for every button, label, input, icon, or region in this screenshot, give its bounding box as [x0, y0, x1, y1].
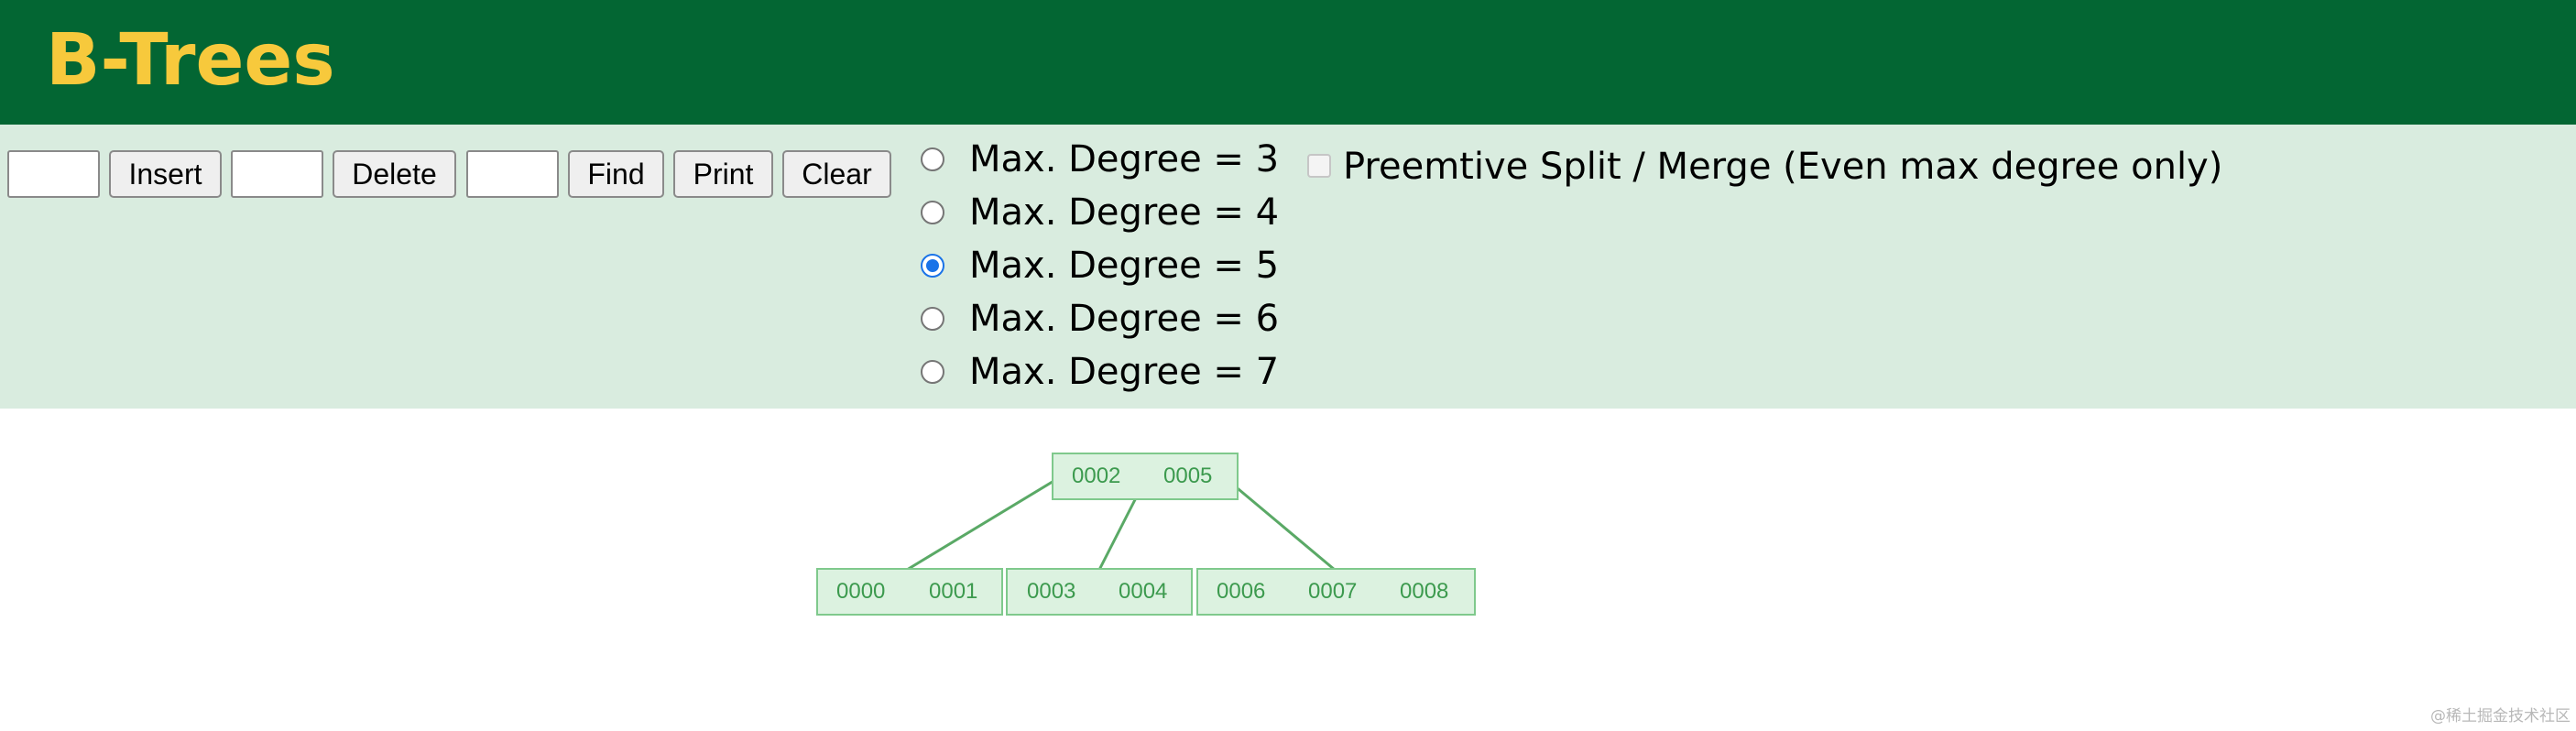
node-key: 0007	[1308, 579, 1358, 604]
tree-node-child-2: 0006 0007 0008	[1196, 568, 1476, 616]
degree-6-label[interactable]: Max. Degree = 6	[969, 298, 1280, 340]
node-key: 0006	[1217, 579, 1266, 604]
clear-button[interactable]: Clear	[782, 150, 891, 198]
tree-canvas[interactable]: 0002 0005 0000 0001 0003 0004 0006 0007 …	[0, 409, 2576, 731]
degree-5-radio[interactable]	[921, 254, 944, 278]
degree-7-radio[interactable]	[921, 360, 944, 384]
preemptive-split-checkbox[interactable]	[1307, 154, 1331, 178]
tree-node-child-1: 0003 0004	[1006, 568, 1193, 616]
node-key: 0001	[929, 579, 978, 604]
insert-button[interactable]: Insert	[109, 150, 222, 198]
degree-6-radio[interactable]	[921, 307, 944, 331]
tree-node-root: 0002 0005	[1052, 453, 1239, 500]
delete-button[interactable]: Delete	[333, 150, 456, 198]
node-key: 0005	[1163, 464, 1213, 488]
find-input[interactable]	[466, 150, 559, 198]
find-button[interactable]: Find	[568, 150, 664, 198]
preemptive-split-label[interactable]: Preemtive Split / Merge (Even max degree…	[1343, 146, 2223, 188]
print-button[interactable]: Print	[673, 150, 773, 198]
degree-4-label[interactable]: Max. Degree = 4	[969, 191, 1280, 234]
degree-4-radio[interactable]	[921, 201, 944, 224]
delete-input[interactable]	[231, 150, 323, 198]
page-title: B-Trees	[46, 19, 335, 102]
node-key: 0003	[1027, 579, 1076, 604]
node-key: 0002	[1072, 464, 1121, 488]
node-key: 0008	[1400, 579, 1449, 604]
insert-input[interactable]	[7, 150, 100, 198]
header-bar: B-Trees	[0, 0, 2576, 125]
degree-3-label[interactable]: Max. Degree = 3	[969, 138, 1280, 180]
edge-root-to-child-2	[1227, 478, 1336, 572]
node-key: 0004	[1119, 579, 1168, 604]
tree-node-child-0: 0000 0001	[816, 568, 1003, 616]
degree-7-label[interactable]: Max. Degree = 7	[969, 351, 1280, 393]
degree-5-label[interactable]: Max. Degree = 5	[969, 245, 1280, 287]
node-key: 0000	[836, 579, 886, 604]
degree-3-radio[interactable]	[921, 147, 944, 171]
edge-root-to-child-0	[906, 478, 1056, 572]
controls-panel: Insert Delete Find Print Clear Max. Degr…	[0, 125, 2576, 409]
watermark: @稀土掘金技术社区	[2430, 707, 2571, 726]
